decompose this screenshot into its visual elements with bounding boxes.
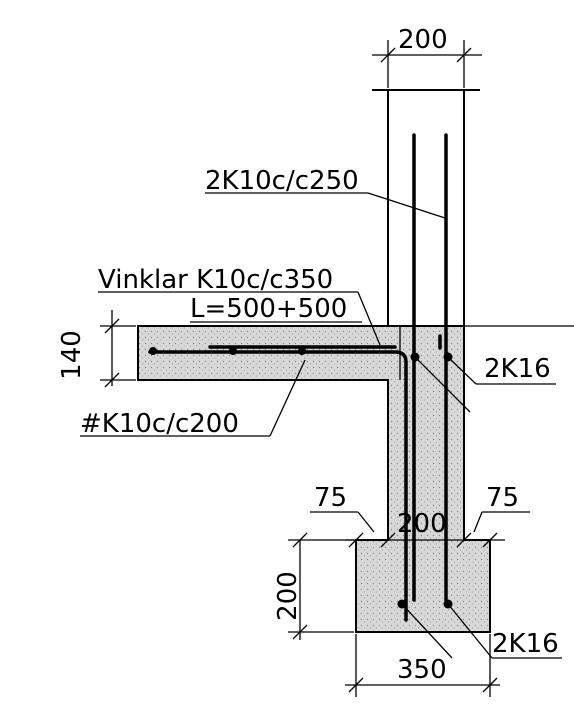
label-stirrups: Vinklar K10c/c350 (98, 265, 333, 295)
label-wall-bars: 2K10c/c250 (205, 166, 359, 196)
dim-footing-offsets (310, 511, 530, 548)
label-footing-bars: 2K16 (492, 629, 559, 659)
leader-lines (80, 192, 562, 659)
dim-footing-height-label: 200 (273, 571, 303, 621)
dim-right-offset-label: 75 (486, 483, 519, 513)
label-slab-mesh: #K10c/c200 (80, 409, 239, 439)
label-stirrup-length: L=500+500 (190, 294, 347, 324)
concrete-section-fill (137, 325, 491, 633)
dim-slab-thickness (100, 310, 136, 388)
dim-left-offset-label: 75 (314, 483, 347, 513)
dim-top-width-label: 200 (398, 25, 448, 55)
dim-footing-height (288, 532, 354, 640)
dim-wall-width-label: 200 (397, 509, 447, 539)
label-corner-bars: 2K16 (484, 354, 551, 384)
dim-slab-thickness-label: 140 (57, 330, 87, 380)
slab-stirrup-bar (148, 350, 408, 622)
dim-footing-width (345, 634, 500, 697)
dim-top-width (372, 40, 482, 88)
dim-footing-width-label: 350 (397, 655, 447, 685)
wall-upper (372, 89, 480, 326)
wall-reinforcement-bars (412, 133, 448, 602)
